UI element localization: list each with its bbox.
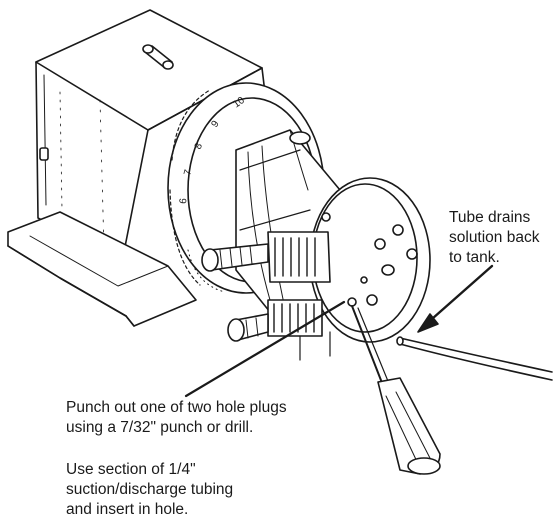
- mounting-foot: [7, 211, 197, 327]
- tube-drains-caption: Tube drains solution back to tank.: [449, 208, 539, 268]
- discharge-fitting: [227, 299, 331, 361]
- screwdriver: [351, 305, 441, 475]
- caption-line: Punch out one of two hole plugs: [66, 399, 287, 416]
- caption-line: using a 7/32" punch or drill.: [66, 419, 254, 436]
- caption-line: Tube drains: [449, 209, 531, 226]
- motor-housing: [35, 9, 269, 263]
- suction-fitting: [201, 231, 331, 283]
- leader-punch: [184, 300, 346, 398]
- dial-mark: 6: [178, 197, 189, 204]
- face-holes: [347, 224, 418, 307]
- dial-mark: 9: [209, 118, 221, 129]
- caption-line: suction/discharge tubing: [66, 481, 234, 498]
- tubing-caption: Use section of 1/4" suction/discharge tu…: [66, 460, 233, 520]
- drain-tube: [396, 336, 553, 381]
- dial-mark: 8: [193, 141, 206, 151]
- dial-mark: 7: [182, 168, 194, 177]
- caption-line: solution back: [449, 229, 540, 246]
- leader-tube: [417, 264, 494, 333]
- caption-line: to tank.: [449, 249, 500, 266]
- caption-line: Use section of 1/4": [66, 461, 196, 478]
- caption-line: and insert in hole.: [66, 501, 189, 518]
- punch-caption: Punch out one of two hole plugs using a …: [66, 398, 287, 438]
